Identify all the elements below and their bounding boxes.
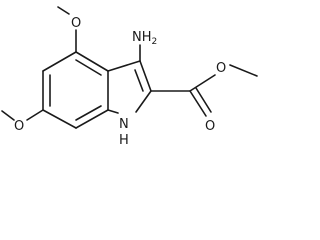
bond-carbonyl-o-double-b <box>195 87 212 113</box>
bond-o-single-methyl <box>229 64 258 77</box>
atom-ring-n: N <box>119 117 129 132</box>
double-bond-inner-c3-c2 <box>134 69 144 92</box>
ring-nh: N H <box>119 117 129 148</box>
double-bond-inner-c7a-c3a <box>75 105 102 121</box>
bond-c3-c2 <box>139 60 152 92</box>
bond-o-bottom-methyl <box>1 110 15 121</box>
methoxy-top: O <box>57 6 81 53</box>
bond-carbonyl-o-single <box>189 74 216 92</box>
methoxy-bottom: O <box>1 109 44 134</box>
bond-carbonyl-o-double-a <box>189 90 207 117</box>
atom-o-bottom: O <box>14 119 24 134</box>
double-bond-inner-c4-c5 <box>75 59 102 76</box>
bond-n1-c3a <box>107 109 119 114</box>
bond-c5-c6 <box>42 51 77 72</box>
bond-c4-c5 <box>75 51 109 72</box>
atom-amino-subscript: 2 <box>152 37 158 47</box>
benzene-ring <box>42 51 109 129</box>
pyrrole-ring <box>107 60 152 114</box>
atom-amino-label: NH2 <box>132 30 157 47</box>
ester-group: O O <box>150 61 258 134</box>
bond-c4-c3 <box>107 60 141 72</box>
atom-ester-o-single: O <box>216 61 226 76</box>
atom-ester-o-double: O <box>205 119 215 134</box>
bond-c7a-c3a <box>75 109 109 129</box>
bond-c7-c7a <box>42 109 77 129</box>
bond-c7-o-bottom <box>26 109 44 121</box>
atom-o-top: O <box>71 16 81 31</box>
amino-group: NH2 <box>132 30 157 62</box>
bond-o-top-methyl <box>57 6 70 15</box>
atom-amino-nh: NH <box>132 30 152 45</box>
bond-c2-n1 <box>135 90 152 113</box>
atom-ring-h: H <box>119 133 129 148</box>
chemical-structure-diagram: O O NH2 N H O O <box>1 6 258 148</box>
